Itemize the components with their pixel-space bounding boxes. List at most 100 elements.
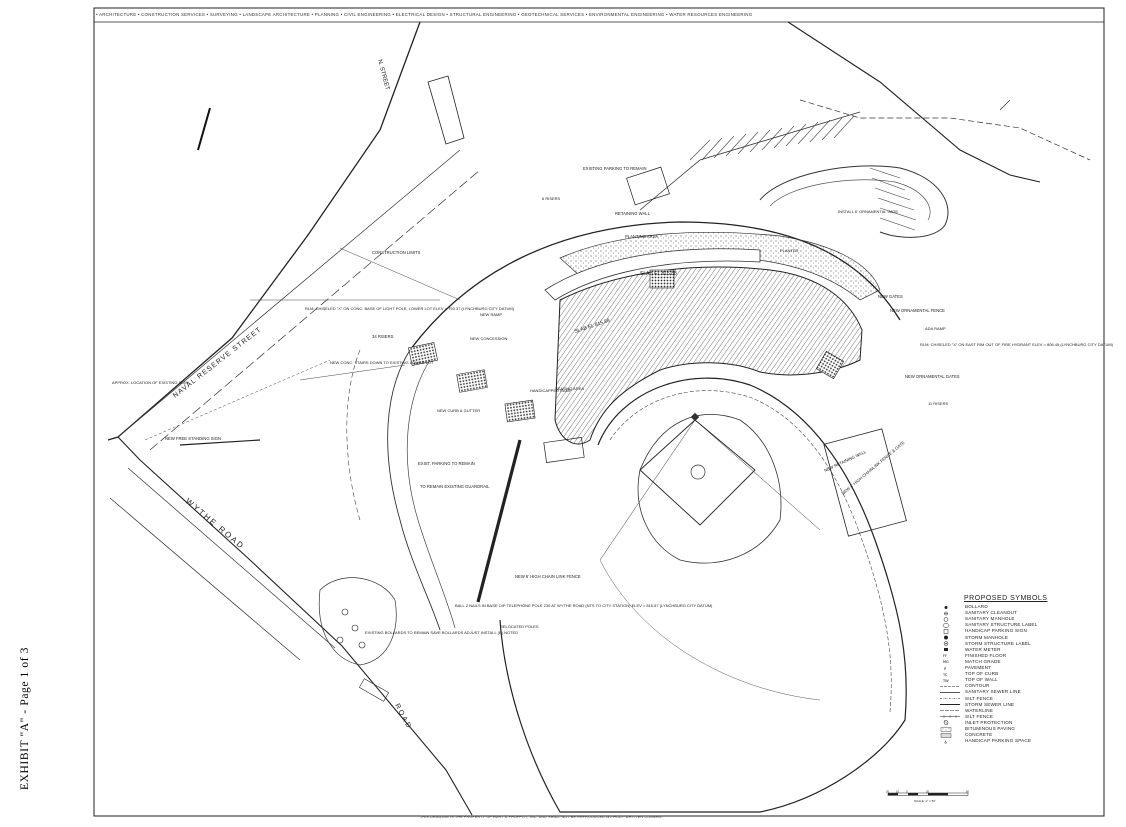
home-plate (690, 412, 700, 422)
legend-row: WATERLINE (940, 708, 1090, 714)
walkway-west (387, 349, 441, 631)
legend-row: INLET PROTECTION (940, 720, 1090, 726)
legend-label: TOP OF WALL (965, 677, 998, 683)
north-building (626, 166, 670, 206)
title-block-header: • ARCHITECTURE • CONSTRUCTION SERVICES •… (96, 12, 753, 17)
naval-reserve-street-edge-2 (149, 169, 481, 451)
legend-row: SANITARY STRUCTURE LABEL (940, 622, 1090, 628)
silt-fence-icon (940, 696, 960, 701)
legend-label: SANITARY MANHOLE (965, 616, 1015, 622)
legend-row: CONTOUR (940, 683, 1090, 689)
infield-dirt (637, 414, 782, 564)
note-ball-2-nails: BALL 2 NAILS IN BASE O/P TELEPHONE POLE … (455, 603, 713, 608)
new-building-east (823, 428, 907, 537)
note-conc-stairs: NEW CONC. STAIRS DOWN TO EXISTING LOWER … (330, 360, 434, 365)
naval-reserve-street-label: NAVAL RESERVE STREET (172, 326, 263, 400)
concrete-icon (940, 732, 960, 738)
legend-title: PROPOSED SYMBOLS (964, 595, 1048, 602)
stair-block-1 (408, 342, 438, 366)
sanitary-manhole-icon (940, 617, 960, 622)
north-street-label: N. STREET (376, 59, 390, 91)
note-34-risers: 34 RISERS (372, 334, 394, 339)
legend-row: STORM MANHOLE (940, 635, 1090, 641)
svg-text:P: P (944, 667, 946, 671)
footer-note: THIS DRAWING IS THE PROPERTY OF HURT & P… (420, 815, 664, 819)
note-ada-ramp: ADA RAMP (925, 326, 946, 331)
legend-label: HANDICAP PARKING SPACE (965, 738, 1032, 744)
note-save-bollards: EXISTING BOLLARDS TO REMAIN SAVE BOLLARD… (365, 630, 518, 635)
naval-reserve-street-edge-1 (117, 149, 461, 438)
sheet-border (93, 7, 1105, 817)
stair-block-5 (815, 350, 845, 380)
legend-row: STORM SEWER LINE (940, 702, 1090, 708)
foul-line-1 (694, 419, 821, 531)
main-seating-deck (554, 266, 863, 445)
stair-block-2 (456, 369, 488, 393)
legend-row: WATER METER (940, 647, 1090, 653)
note-handicapped-ramp: HANDICAPPED RAMP (530, 388, 572, 393)
note-ornamental-gates: NEW ORNAMENTAL GATES (905, 374, 960, 379)
concession-box (543, 437, 585, 463)
legend-row: SANITARY SEWER LINE (940, 689, 1090, 695)
wythe-road-edge-1 (127, 467, 336, 649)
note-exist-parking: EXIST. PARKING TO REMAIN (418, 461, 475, 466)
legend-label: SANITARY STRUCTURE LABEL (965, 622, 1038, 628)
legend-row: CONCRETE (940, 732, 1090, 738)
legend-label: BOLLARD (965, 604, 988, 610)
note-guardrail: TO REMAIN EXISTING GUARDRAIL (420, 484, 490, 489)
handicap-parking-sign-icon (940, 629, 960, 634)
note-construction-limits: CONSTRUCTION LIMITS (372, 250, 421, 255)
note-rlm-hydrant: RLM: CHISELED "X" ON EAST RIM OUT OF FIR… (920, 342, 1114, 347)
note-new-gates: NEW GATES (878, 294, 903, 299)
exhibit-side-label: EXHIBIT "A" - Page 1 of 3 (19, 647, 31, 790)
upper-deck-band (544, 248, 761, 301)
sanitary-sewer-line-icon (940, 690, 960, 695)
retaining-wall-thick (476, 439, 522, 603)
legend-label: HANDICAP PARKING SIGN (965, 628, 1027, 634)
silt-fence-2-icon (940, 714, 960, 719)
note-existing-parking: EXISTING PARKING TO REMAIN (583, 166, 647, 171)
pavement-icon: P (940, 666, 960, 671)
entrance-plaza (318, 577, 397, 666)
detail-inset (427, 75, 465, 145)
note-slab-upper: SLAB EL 815.88 (640, 271, 677, 277)
note-curb-gutter: NEW CURB & GUTTER (437, 408, 480, 413)
svg-text:FF: FF (943, 654, 947, 658)
legend-label: WATERLINE (965, 707, 994, 713)
bituminous-paving-icon (940, 726, 960, 732)
property-line-ne (799, 99, 1091, 161)
legend-label: BITUMINOUS PAVING (965, 725, 1016, 731)
legend-row: HANDICAP PARKING SIGN (940, 628, 1090, 634)
note-6-chain-link: NEW 6' HIGH CHAIN LINK FENCE (515, 574, 581, 579)
note-free-standing-sign: NEW FREE STANDING SIGN (165, 436, 221, 441)
top-of-curb-icon: TC (940, 672, 960, 677)
sanitary-structure-label-icon (940, 623, 960, 628)
note-4-chain-link: NEW 4' HIGH CHAINLINK FENCE & GATE (840, 440, 905, 496)
legend-row: ♿HANDICAP PARKING SPACE (940, 738, 1090, 744)
property-line-south (117, 436, 473, 816)
legend-label: CONCRETE (965, 732, 993, 738)
storm-structure-label-icon (940, 641, 960, 646)
legend-row: BOLLARD (940, 604, 1090, 610)
note-ornamental-fence: NEW ORNAMENTAL FENCE (890, 308, 945, 313)
legend-label: STORM SEWER LINE (965, 701, 1015, 707)
legend-row: BITUMINOUS PAVING (940, 726, 1090, 732)
note-approx-sign: APPROX. LOCATION OF EXISTING SIGN (112, 380, 188, 385)
legend-label: MATCH GRADE (965, 658, 1001, 664)
road-label-lower: ROAD (393, 703, 412, 731)
scale-tick-label: 20 (886, 790, 889, 793)
svg-text:TC: TC (942, 673, 948, 677)
note-planter: PLANTER (780, 248, 799, 253)
legend-row: SANITARY CLEANOUT (940, 610, 1090, 616)
note-11-risers: 11 RISERS (928, 401, 948, 406)
legend-row: STORM STRUCTURE LABEL (940, 641, 1090, 647)
note-new-ramp: NEW RAMP (480, 312, 502, 317)
scale-caption: SCALE: 1" = 50' (914, 799, 936, 803)
exhibit-side-label-wrap: EXHIBIT "A" - Page 1 of 3 (19, 647, 31, 790)
scale-tick-label: 0 (906, 790, 908, 793)
legend-label: SILT FENCE (965, 713, 994, 719)
